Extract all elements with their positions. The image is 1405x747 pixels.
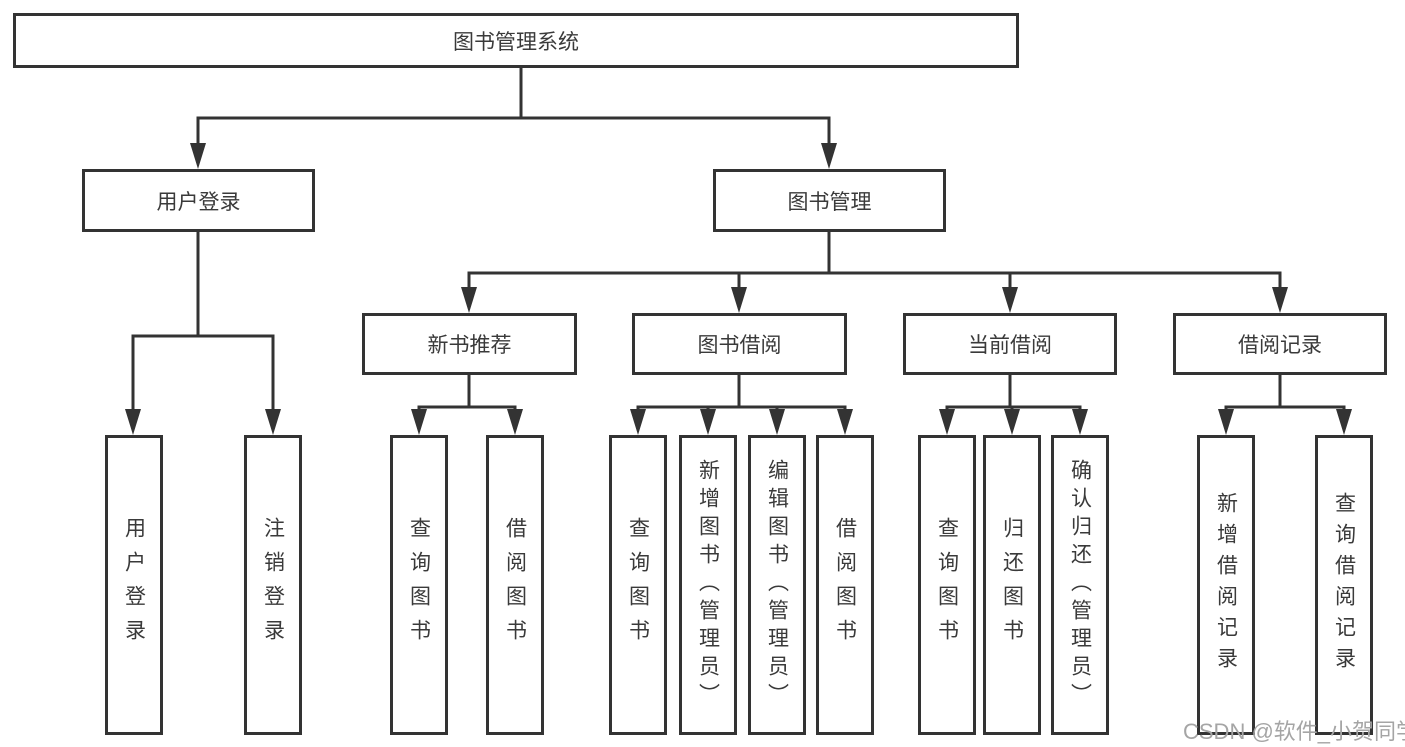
node-user-login: 用户登录 — [82, 169, 315, 232]
leaf-query-borrow-record: 查询借阅记录 — [1315, 435, 1373, 735]
node-root-label: 图书管理系统 — [453, 30, 579, 54]
leaf-logout-label: 注销登录 — [261, 517, 285, 653]
node-borrow-records-label: 借阅记录 — [1238, 334, 1322, 357]
node-root: 图书管理系统 — [13, 13, 1019, 68]
leaf-query-books-current-label: 查询图书 — [935, 517, 959, 653]
node-book-borrow: 图书借阅 — [632, 313, 847, 375]
node-book-management-label: 图书管理 — [787, 190, 872, 214]
leaf-user-login-label: 用户登录 — [122, 517, 146, 653]
leaf-query-books-borrow: 查询图书 — [609, 435, 667, 735]
leaf-return-books: 归还图书 — [983, 435, 1041, 735]
node-book-management: 图书管理 — [713, 169, 946, 232]
node-book-borrow-label: 图书借阅 — [697, 334, 782, 357]
node-new-book-recommend-label: 新书推荐 — [427, 334, 512, 357]
leaf-add-book-admin: 新增图书（管理员） — [679, 435, 737, 735]
leaf-user-login: 用户登录 — [105, 435, 163, 735]
leaf-add-borrow-record-label: 新增借阅记录 — [1214, 492, 1238, 678]
leaf-borrow-books-label: 借阅图书 — [833, 517, 857, 653]
leaf-confirm-return-admin-label: 确认归还（管理员） — [1068, 459, 1092, 711]
node-borrow-records: 借阅记录 — [1173, 313, 1387, 375]
leaf-logout: 注销登录 — [244, 435, 302, 735]
csdn-watermark: CSDN @软件_小贺同学 — [1183, 719, 1405, 744]
leaf-query-books-recommend-label: 查询图书 — [407, 517, 431, 653]
leaf-borrow-books: 借阅图书 — [816, 435, 874, 735]
node-new-book-recommend: 新书推荐 — [362, 313, 577, 375]
node-current-borrow: 当前借阅 — [903, 313, 1117, 375]
leaf-borrow-books-recommend: 借阅图书 — [486, 435, 544, 735]
leaf-query-books-recommend: 查询图书 — [390, 435, 448, 735]
leaf-edit-book-admin-label: 编辑图书（管理员） — [765, 459, 789, 711]
leaf-query-borrow-record-label: 查询借阅记录 — [1332, 492, 1356, 678]
leaf-add-book-admin-label: 新增图书（管理员） — [696, 459, 720, 711]
leaf-add-borrow-record: 新增借阅记录 — [1197, 435, 1255, 735]
node-user-login-label: 用户登录 — [156, 190, 241, 214]
leaf-confirm-return-admin: 确认归还（管理员） — [1051, 435, 1109, 735]
leaf-edit-book-admin: 编辑图书（管理员） — [748, 435, 806, 735]
leaf-query-books-borrow-label: 查询图书 — [626, 517, 650, 653]
leaf-return-books-label: 归还图书 — [1000, 517, 1024, 653]
node-current-borrow-label: 当前借阅 — [968, 334, 1052, 357]
leaf-query-books-current: 查询图书 — [918, 435, 976, 735]
leaf-borrow-books-recommend-label: 借阅图书 — [503, 517, 527, 653]
